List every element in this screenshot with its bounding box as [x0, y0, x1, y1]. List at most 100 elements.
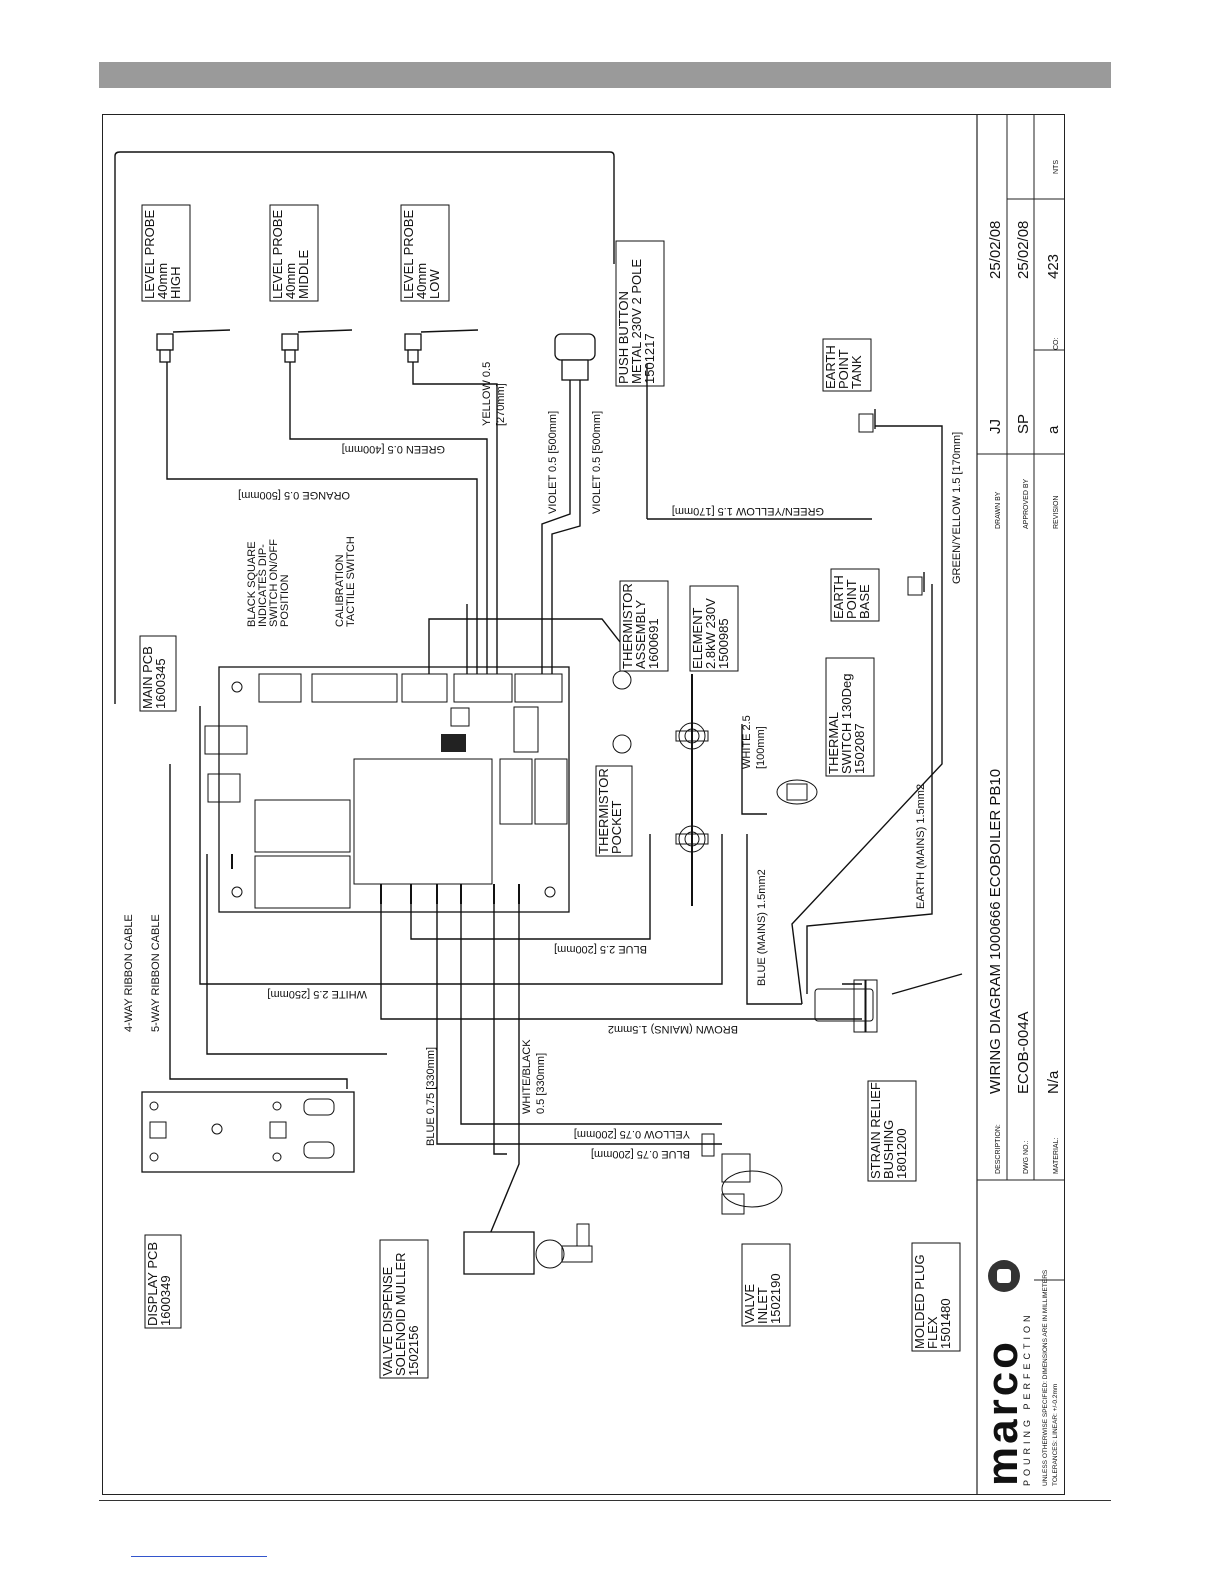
co: 423 [1045, 254, 1062, 279]
svg-text:EARTH: EARTH [823, 345, 838, 389]
svg-text:1600691: 1600691 [646, 618, 661, 669]
svg-text:INLET: INLET [755, 1287, 770, 1324]
valves [463, 1133, 783, 1275]
wire-violet-2: VIOLET 0.5 [500mm] [591, 411, 603, 514]
svg-text:SWITCH ON/OFF: SWITCH ON/OFF [268, 539, 280, 627]
wire-green: GREEN 0.5 [400mm] [342, 443, 445, 455]
wire-blue-075-330: BLUE 0.75 [330mm] [425, 1047, 437, 1146]
description: WIRING DIAGRAM 1000666 ECOBOILER PB10 [987, 769, 1004, 1094]
svg-text:MAIN PCB: MAIN PCB [140, 646, 155, 709]
wire-white-black-1: WHITE/BLACK [521, 1039, 533, 1114]
title-block [976, 114, 1065, 1495]
wire-blue-mains: BLUE (MAINS) 1.5mm2 [756, 869, 768, 986]
drawn-date: 25/02/08 [987, 221, 1004, 279]
svg-text:VALVE: VALVE [742, 1284, 757, 1324]
wire-yellow-2: [270mm] [495, 383, 507, 426]
tagline: POURING PERFECTION [1022, 1311, 1032, 1486]
svg-text:SWITCH 130Deg: SWITCH 130Deg [839, 674, 854, 774]
co-label: CO: [1053, 338, 1060, 351]
svg-text:1501480: 1501480 [938, 1298, 953, 1349]
svg-text:CALIBRATION: CALIBRATION [334, 554, 346, 627]
wire-orange: ORANGE 0.5 [500mm] [238, 489, 350, 501]
material: N/a [1045, 1070, 1062, 1094]
enclosure-outline [114, 151, 615, 264]
label-element: ELEMENT 2.8kW 230V 1500985 [689, 585, 739, 672]
revision: a [1045, 425, 1062, 434]
approved-date: 25/02/08 [1015, 221, 1032, 279]
svg-text:INDICATES DIP-: INDICATES DIP- [257, 544, 269, 627]
wire-green-yellow-2: GREEN/YELLOW 1.5 [170mm] [951, 432, 963, 584]
wire-brown-mains: BROWN (MAINS) 1.5mm2 [608, 1023, 738, 1035]
label-earth-point-base: EARTH POINT BASE [830, 568, 880, 622]
svg-text:BUSHING: BUSHING [881, 1120, 896, 1179]
svg-text:1501217: 1501217 [642, 333, 657, 384]
wire-yellow-1: YELLOW 0.5 [481, 362, 493, 426]
wiring [166, 362, 963, 1235]
label-thermistor-assembly: THERMISTOR ASSEMBLY 1600691 [619, 580, 669, 672]
svg-text:1600349: 1600349 [158, 1275, 173, 1326]
svg-text:LEVEL PROBE: LEVEL PROBE [270, 210, 285, 299]
description-label: DESCRIPTION: [995, 1124, 1002, 1174]
svg-text:MIDDLE: MIDDLE [296, 250, 311, 299]
svg-text:40mm: 40mm [155, 263, 170, 299]
footer-rule [99, 1500, 1111, 1501]
title-block-text: DESCRIPTION: WIRING DIAGRAM 1000666 ECOB… [978, 160, 1062, 1486]
label-display-pcb: DISPLAY PCB 1600349 [144, 1234, 182, 1329]
dwg-no-label: DWG NO.: [1023, 1141, 1030, 1174]
wiring-diagram: text { font-family:"Liberation Sans", sa… [114, 114, 1065, 1495]
svg-text:40mm: 40mm [283, 263, 298, 299]
svg-text:THERMISTOR: THERMISTOR [620, 583, 635, 669]
label-earth-point-tank: EARTH POINT TANK [822, 338, 872, 392]
scale: NTS [1053, 160, 1060, 174]
svg-text:1500985: 1500985 [716, 618, 731, 669]
svg-text:BLACK SQUARE: BLACK SQUARE [246, 541, 258, 627]
svg-text:THERMISTOR: THERMISTOR [596, 768, 611, 854]
svg-text:VALVE DISPENSE: VALVE DISPENSE [380, 1266, 395, 1376]
component-labels: LEVEL PROBE 40mm HIGH LEVEL PROBE 40mm M… [139, 204, 961, 1379]
label-valve-inlet: VALVE INLET 1502190 [741, 1243, 791, 1327]
main-pcb [204, 666, 570, 913]
wire-white-black-2: 0.5 [330mm] [535, 1053, 547, 1114]
material-label: MATERIAL: [1053, 1138, 1060, 1174]
revision-label: REVISION [1053, 496, 1060, 529]
approved-by: SP [1015, 414, 1032, 434]
wire-yellow-075: YELLOW 0.75 [200mm] [574, 1128, 690, 1140]
svg-text:THERMAL: THERMAL [826, 712, 841, 774]
wire-white-2-5-250: WHITE 2.5 [250mm] [267, 988, 367, 1000]
svg-text:1502156: 1502156 [406, 1325, 421, 1376]
dwg-no: ECOB-004A [1015, 1011, 1032, 1094]
drawn-by-label: DRAWN BY [995, 491, 1002, 529]
svg-text:FLEX: FLEX [925, 1316, 940, 1349]
approved-by-label: APPROVED BY [1023, 478, 1030, 529]
svg-text:1801200: 1801200 [894, 1128, 909, 1179]
level-probes [156, 329, 596, 381]
svg-text:TANK: TANK [849, 355, 864, 389]
svg-text:1502190: 1502190 [768, 1273, 783, 1324]
svg-text:LEVEL PROBE: LEVEL PROBE [401, 210, 416, 299]
drawn-by: JJ [987, 419, 1004, 434]
label-thermistor-pocket: THERMISTOR POCKET [595, 765, 633, 857]
label-thermal-switch: THERMAL SWITCH 130Deg 1502087 [825, 657, 875, 777]
svg-text:LEVEL PROBE: LEVEL PROBE [142, 210, 157, 299]
svg-text:DISPLAY PCB: DISPLAY PCB [145, 1242, 160, 1326]
footer-link-underline [131, 1556, 267, 1557]
svg-text:HIGH: HIGH [168, 267, 183, 300]
wire-blue-2-5: BLUE 2.5 [200mm] [554, 943, 647, 955]
svg-text:SOLENOID MULLER: SOLENOID MULLER [393, 1252, 408, 1376]
wire-white-2-5-1: WHITE 2.5 [741, 715, 753, 769]
svg-text:POINT: POINT [844, 579, 859, 619]
svg-text:STRAIN RELIEF: STRAIN RELIEF [868, 1082, 883, 1179]
label-molded-plug: MOLDED PLUG FLEX 1501480 [911, 1242, 961, 1352]
wire-earth-mains: EARTH (MAINS) 1.5mm2 [915, 784, 927, 909]
tolerance-notes: UNLESS OTHERWISE SPECIFIED: DIMENSIONS A… [1042, 1269, 1049, 1486]
tolerances: TOLERANCES: LINEAR: +/-0.2mm [1052, 1384, 1059, 1486]
svg-text:2.8kW 230V: 2.8kW 230V [703, 598, 718, 669]
label-level-probe-high: LEVEL PROBE 40mm HIGH [141, 204, 191, 302]
svg-text:40mm: 40mm [414, 263, 429, 299]
svg-text:POCKET: POCKET [609, 800, 624, 854]
label-strain-relief: STRAIN RELIEF BUSHING 1801200 [867, 1080, 917, 1182]
label-valve-dispense: VALVE DISPENSE SOLENOID MULLER 1502156 [379, 1239, 429, 1379]
wire-white-2-5-2: [100mm] [755, 726, 767, 769]
svg-text:BASE: BASE [857, 584, 872, 619]
label-level-probe-middle: LEVEL PROBE 40mm MIDDLE [269, 204, 319, 302]
